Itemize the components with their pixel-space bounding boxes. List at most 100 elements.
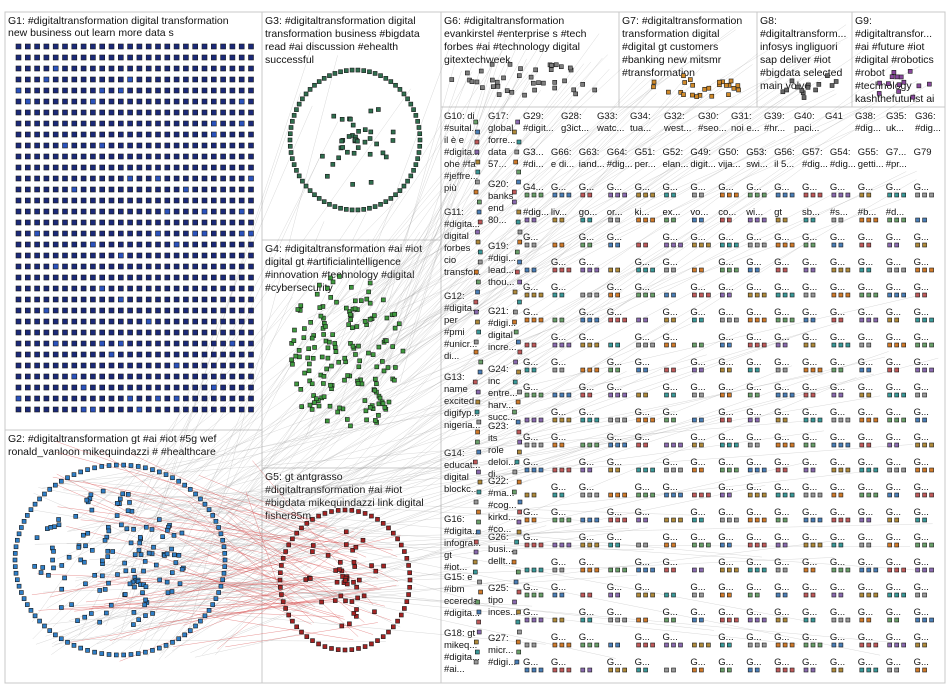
graph-node	[16, 198, 21, 203]
graph-node	[839, 243, 843, 247]
graph-node	[637, 418, 641, 422]
graph-node	[860, 668, 864, 672]
graph-node	[16, 253, 21, 258]
graph-node	[183, 132, 188, 137]
graph-node	[525, 268, 529, 272]
graph-node	[478, 370, 482, 374]
graph-node	[183, 407, 188, 412]
graph-node	[174, 308, 179, 313]
graph-node	[193, 396, 198, 401]
graph-node	[727, 543, 731, 547]
graph-node	[588, 243, 592, 247]
graph-node	[174, 352, 179, 357]
graph-node	[22, 597, 26, 601]
graph-node	[53, 121, 58, 126]
graph-node	[776, 543, 780, 547]
graph-node	[90, 77, 95, 82]
graph-node	[514, 160, 518, 164]
graph-node	[623, 193, 627, 197]
graph-node	[790, 318, 794, 322]
graph-node	[338, 406, 342, 410]
graph-node	[363, 128, 367, 132]
graph-node	[923, 543, 927, 547]
graph-node	[339, 206, 343, 210]
graph-node	[137, 220, 142, 225]
graph-node	[174, 198, 179, 203]
graph-node	[839, 518, 843, 522]
graph-node	[183, 176, 188, 181]
graph-node	[137, 548, 141, 552]
graph-node	[109, 330, 114, 335]
graph-node	[90, 264, 95, 269]
graph-node	[230, 297, 235, 302]
small-group-label: G...	[858, 457, 873, 468]
small-group-label: G...	[774, 232, 789, 243]
graph-node	[53, 143, 58, 148]
graph-node	[652, 80, 656, 84]
graph-node	[137, 99, 142, 104]
graph-node	[202, 396, 207, 401]
g7-label-line3: #digital gt customers	[622, 41, 718, 53]
small-group-label: G...	[635, 507, 650, 518]
graph-node	[748, 368, 752, 372]
graph-node	[16, 286, 21, 291]
small-group-label: G...	[802, 307, 817, 318]
graph-node	[374, 382, 378, 386]
graph-node	[81, 242, 86, 247]
graph-node	[727, 368, 731, 372]
graph-node	[211, 341, 216, 346]
graph-node	[44, 187, 49, 192]
graph-node	[479, 360, 483, 364]
small-group-label: G...	[914, 607, 929, 618]
graph-node	[839, 193, 843, 197]
graph-node	[679, 643, 683, 647]
graph-node	[474, 340, 478, 344]
graph-node	[72, 297, 77, 302]
graph-node	[292, 339, 296, 343]
graph-node	[239, 297, 244, 302]
graph-node	[532, 518, 536, 522]
graph-node	[53, 352, 58, 357]
g7-label-line1: G7: #digitaltransformation	[622, 15, 742, 27]
small-group-label: G...	[774, 632, 789, 643]
graph-node	[672, 218, 676, 222]
graph-node	[762, 218, 766, 222]
graph-node	[63, 66, 68, 71]
graph-node	[156, 275, 161, 280]
graph-node	[128, 242, 133, 247]
graph-node	[665, 468, 669, 472]
graph-node	[665, 368, 669, 372]
graph-node	[249, 165, 254, 170]
graph-node	[25, 603, 29, 607]
graph-node	[165, 99, 170, 104]
graph-node	[804, 418, 808, 422]
graph-node	[165, 363, 170, 368]
graph-node	[672, 443, 676, 447]
graph-node	[474, 660, 478, 664]
graph-node	[63, 363, 68, 368]
graph-node	[539, 468, 543, 472]
graph-node	[81, 44, 86, 49]
graph-node	[916, 343, 920, 347]
g9-label-line3: #ai #future #iot	[855, 41, 925, 53]
graph-node	[637, 268, 641, 272]
graph-node	[409, 102, 413, 106]
g9-label-line7: kashthefuturist ai	[855, 93, 934, 105]
graph-node	[553, 243, 557, 247]
graph-node	[90, 253, 95, 258]
graph-node	[672, 643, 676, 647]
graph-node	[776, 393, 780, 397]
graph-node	[553, 86, 557, 90]
graph-node	[695, 95, 699, 99]
g28-label-line2: g3ict...	[561, 123, 589, 134]
graph-node	[930, 368, 934, 372]
graph-node	[532, 193, 536, 197]
graph-node	[344, 69, 348, 73]
graph-node	[817, 82, 821, 86]
small-group-label: G...	[886, 607, 901, 618]
graph-node	[376, 639, 380, 643]
graph-node	[513, 380, 517, 384]
graph-node	[44, 143, 49, 148]
graph-node	[25, 209, 30, 214]
graph-node	[146, 330, 151, 335]
